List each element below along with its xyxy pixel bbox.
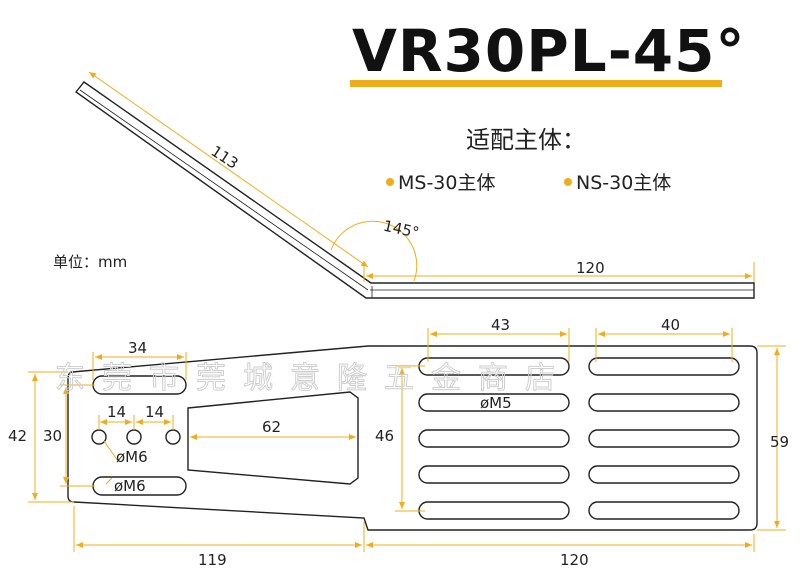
hole: [91, 429, 107, 445]
slot: [418, 501, 570, 520]
slot: [588, 501, 740, 520]
compat-item-ms30: MS-30主体: [386, 168, 496, 195]
slot: [418, 429, 570, 448]
page-title: VR30PL-45°: [352, 17, 746, 85]
hole: [126, 429, 142, 445]
dim-hole-label: øM6: [116, 448, 148, 466]
side-view: [74, 81, 755, 299]
dim-right-slot-1: 43: [491, 316, 510, 334]
dim-hole-spacing-1: 14: [107, 403, 126, 421]
dim-hole-spacing-2: 14: [145, 403, 164, 421]
dim-top-slot: 34: [128, 339, 147, 357]
dim-right-slot-label: øM5: [480, 394, 512, 412]
dim-height-outer: 42: [8, 427, 27, 445]
dim-slot-label: øM6: [114, 477, 146, 495]
slot: [588, 465, 740, 484]
dim-bottom-left: 119: [198, 551, 227, 569]
window-cutout: [187, 391, 359, 485]
bullet-dot-icon: [564, 177, 572, 186]
plate-outline: [67, 345, 758, 531]
dim-line-113: [88, 71, 369, 268]
dim-height-inner: 30: [43, 427, 62, 445]
slot: [588, 357, 740, 376]
dim-right-slot-2: 40: [661, 316, 680, 334]
bullet-dot-icon: [386, 177, 394, 186]
compat-item-ns30: NS-30主体: [564, 168, 671, 195]
angle-arc: [330, 220, 418, 282]
hole: [165, 429, 181, 445]
slot: [588, 429, 740, 448]
compat-heading: 适配主体：: [466, 126, 586, 154]
slot: [418, 393, 570, 412]
dim-right-height-inner: 46: [375, 427, 394, 445]
side-view-dimensions: [88, 71, 755, 282]
dim-window-length: 62: [262, 418, 281, 436]
title-underline: [350, 80, 722, 87]
dim-base-length: 120: [576, 259, 605, 277]
watermark: 东莞市莞城意隆五金商店: [55, 361, 572, 396]
dim-right-height-outer: 59: [770, 433, 789, 451]
slot: [588, 393, 740, 412]
compat-item-label: NS-30主体: [576, 172, 672, 194]
bracket-inner-line: [79, 89, 369, 291]
dim-arm-length: 113: [208, 142, 242, 173]
compat-item-label: MS-30主体: [398, 172, 496, 194]
dim-angle: 145°: [382, 217, 421, 242]
bracket-outline: [74, 81, 755, 299]
plan-view: [67, 345, 758, 531]
slot: [418, 465, 570, 484]
plan-view-dimensions: [28, 328, 786, 552]
dim-bottom-right: 120: [560, 551, 589, 569]
